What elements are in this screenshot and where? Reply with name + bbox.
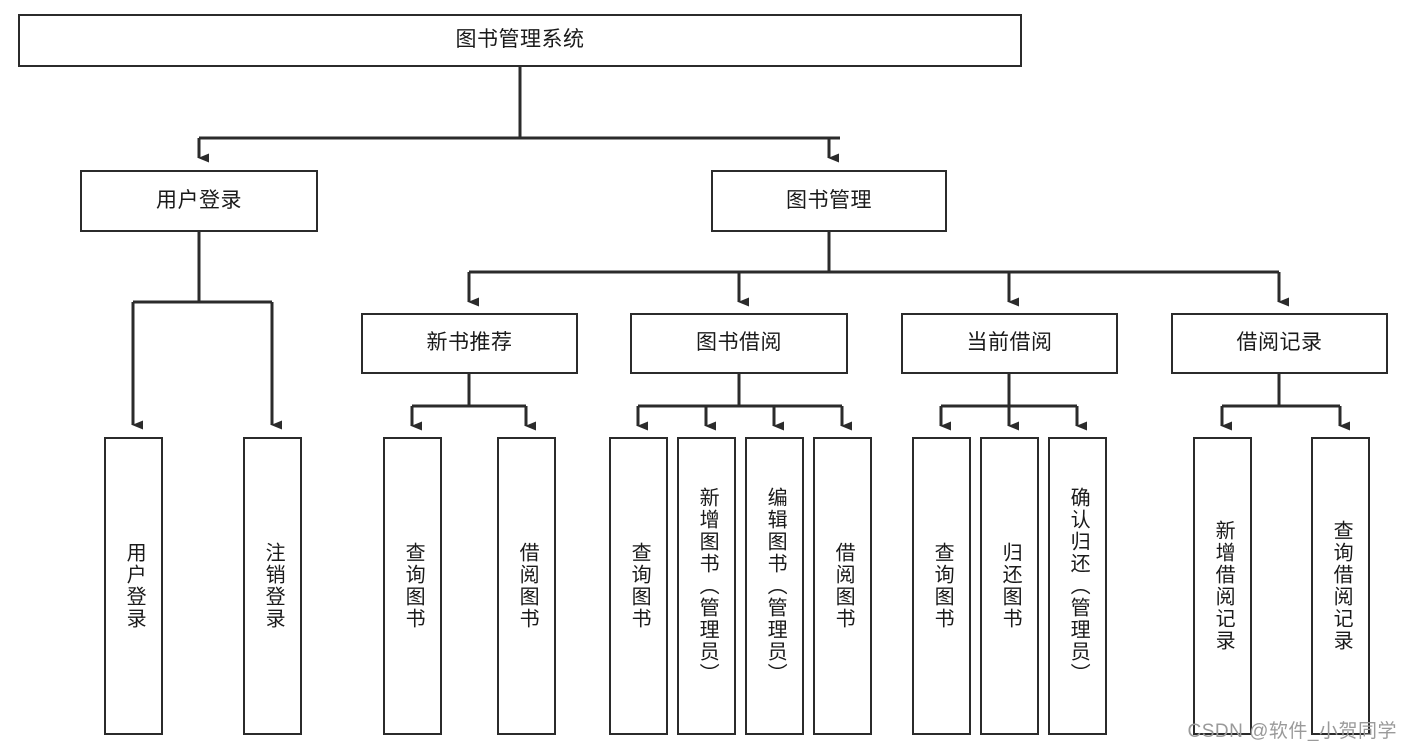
node-label: 借阅图书	[832, 542, 855, 630]
node-leaf-user-login[interactable]: 用户登录	[104, 437, 163, 735]
node-label: 借阅记录	[1236, 331, 1323, 355]
node-leaf-query-book-2[interactable]: 查询图书	[609, 437, 668, 735]
node-book-management[interactable]: 图书管理	[711, 170, 947, 232]
node-leaf-logout-login[interactable]: 注销登录	[243, 437, 302, 735]
node-leaf-add-book[interactable]: 新增图书（管理员）	[677, 437, 736, 735]
node-leaf-edit-book[interactable]: 编辑图书（管理员）	[745, 437, 804, 735]
node-leaf-add-record[interactable]: 新增借阅记录	[1193, 437, 1252, 735]
node-leaf-borrow-book-1[interactable]: 借阅图书	[497, 437, 556, 735]
node-label: 归还图书	[999, 542, 1022, 630]
node-label: 查询图书	[931, 542, 954, 630]
node-label: 用户登录	[123, 542, 146, 630]
node-label: 图书管理	[786, 188, 872, 212]
node-new-book-recommend[interactable]: 新书推荐	[361, 313, 578, 374]
csdn-watermark: CSDN @软件_小贺同学	[1187, 721, 1397, 742]
node-user-login[interactable]: 用户登录	[80, 170, 318, 232]
node-label: 图书借阅	[696, 331, 782, 355]
node-label: 确认归还（管理员）	[1067, 487, 1090, 685]
node-book-borrow[interactable]: 图书借阅	[630, 313, 848, 374]
node-leaf-return-book[interactable]: 归还图书	[980, 437, 1039, 735]
node-borrow-record[interactable]: 借阅记录	[1171, 313, 1388, 374]
node-current-borrow[interactable]: 当前借阅	[901, 313, 1118, 374]
node-label: 新书推荐	[426, 331, 513, 355]
node-label: 新增图书（管理员）	[696, 487, 719, 685]
node-label: 当前借阅	[966, 331, 1053, 355]
node-label: 新增借阅记录	[1212, 520, 1235, 652]
node-label: 用户登录	[156, 188, 242, 212]
node-root-system[interactable]: 图书管理系统	[18, 14, 1022, 67]
node-leaf-borrow-book-2[interactable]: 借阅图书	[813, 437, 872, 735]
node-leaf-query-book-1[interactable]: 查询图书	[383, 437, 442, 735]
node-label: 借阅图书	[516, 542, 539, 630]
node-label: 编辑图书（管理员）	[764, 487, 787, 685]
node-label: 注销登录	[262, 542, 285, 630]
node-leaf-confirm-return[interactable]: 确认归还（管理员）	[1048, 437, 1107, 735]
node-label: 查询图书	[402, 542, 425, 630]
node-label: 查询借阅记录	[1330, 520, 1353, 652]
node-label: 查询图书	[628, 542, 651, 630]
node-label: 图书管理系统	[455, 28, 585, 52]
node-leaf-query-book-3[interactable]: 查询图书	[912, 437, 971, 735]
node-leaf-query-record[interactable]: 查询借阅记录	[1311, 437, 1370, 735]
